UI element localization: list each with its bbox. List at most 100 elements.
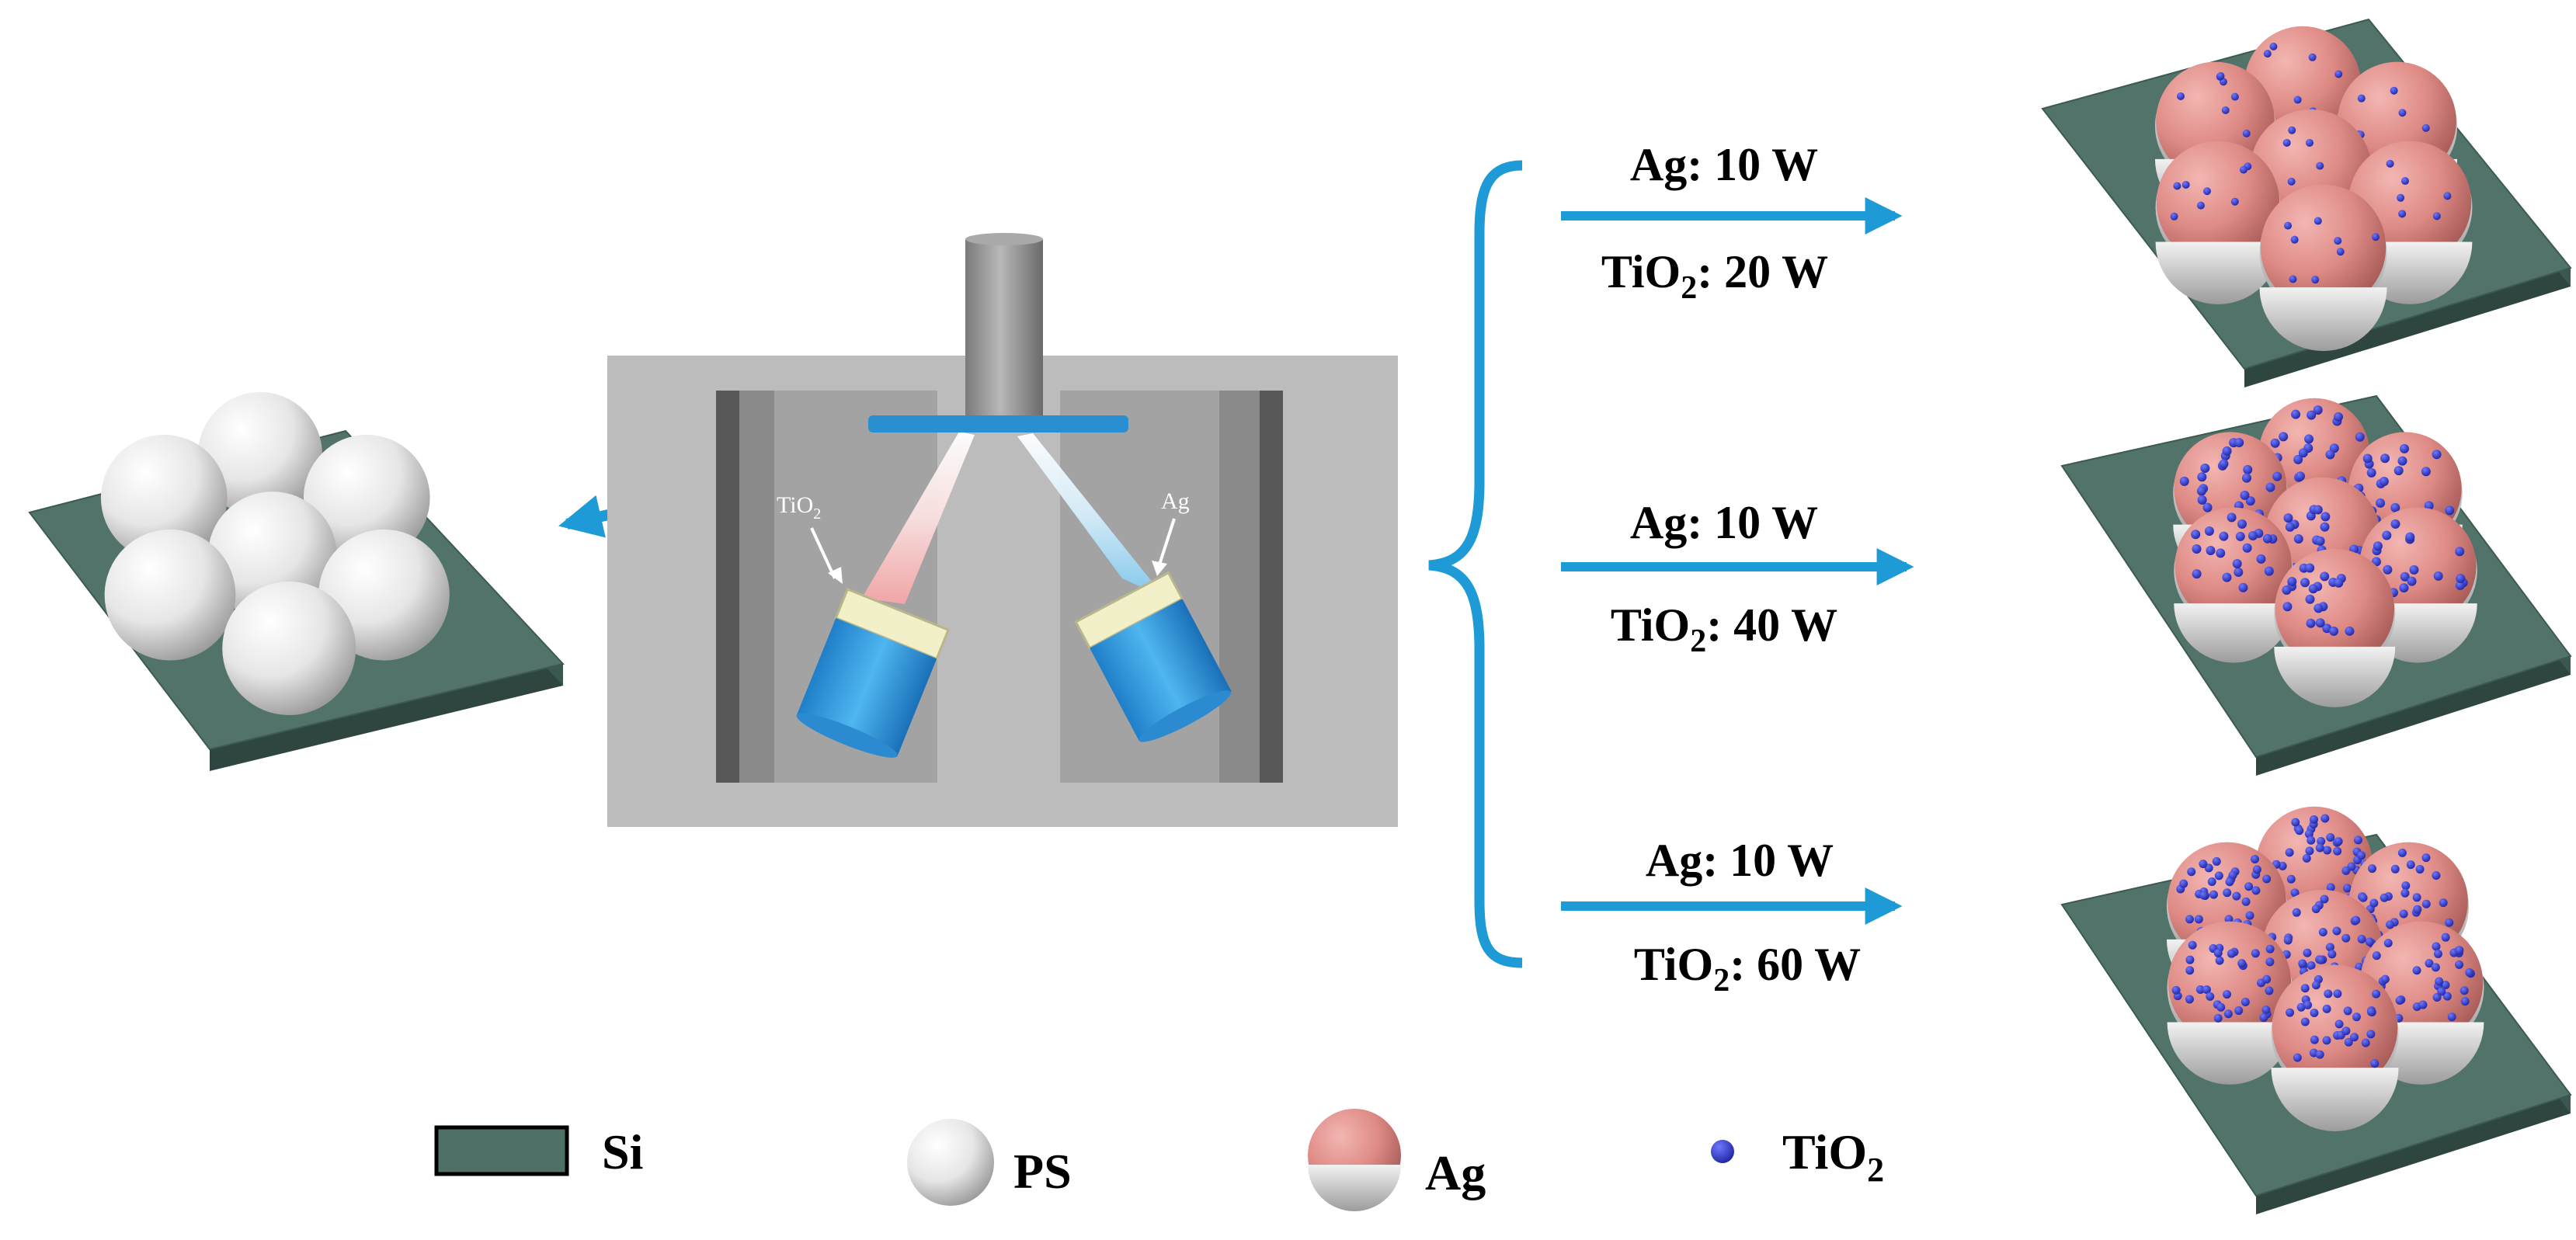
tio2-particle bbox=[2325, 450, 2335, 460]
tio2-particle bbox=[2320, 512, 2331, 522]
legend-tio2-dot bbox=[1711, 1140, 1734, 1163]
tio2-particle bbox=[2397, 456, 2407, 466]
tio2-particle bbox=[2380, 893, 2389, 902]
tio2-particle bbox=[2227, 512, 2237, 523]
tio2-particle bbox=[2311, 905, 2320, 914]
tio2-particle bbox=[2368, 864, 2377, 874]
tio2-particle bbox=[2401, 881, 2411, 891]
tio2-particle bbox=[2313, 405, 2323, 415]
tio2-particle bbox=[2400, 443, 2410, 453]
tio2-particle bbox=[2341, 866, 2351, 875]
tio2-particle bbox=[2265, 986, 2274, 995]
tio2-particle bbox=[2291, 818, 2300, 827]
tio2-particle bbox=[2262, 874, 2272, 884]
tio2-particle bbox=[2308, 584, 2318, 594]
tio2-particle bbox=[2334, 237, 2342, 245]
tio2-particle bbox=[2418, 1000, 2428, 1009]
tio2-particle bbox=[2386, 920, 2395, 929]
tio2-particle bbox=[2283, 513, 2293, 523]
tio2-particle bbox=[2432, 942, 2441, 951]
tio2-particle bbox=[2206, 992, 2215, 1001]
tio2-particle bbox=[2460, 986, 2469, 995]
tio2-particle bbox=[2192, 544, 2202, 554]
tio2-particle bbox=[2366, 1007, 2376, 1016]
tio2-particle bbox=[2372, 989, 2381, 999]
tio2-particle bbox=[2234, 567, 2244, 577]
tio2-particle bbox=[2341, 1026, 2351, 1036]
tio2-particle bbox=[2221, 106, 2230, 115]
tio2-particle bbox=[2369, 898, 2379, 908]
tio2-particle bbox=[2334, 412, 2344, 422]
tio2-particle bbox=[2287, 576, 2297, 586]
tio2-particle bbox=[2373, 541, 2383, 551]
tio2-particle bbox=[2290, 888, 2300, 898]
condition-3-ag-power: Ag: 10 W bbox=[1646, 835, 1834, 886]
tio2-particle bbox=[2225, 877, 2234, 887]
tio2-particle bbox=[2279, 432, 2289, 442]
tio2-particle bbox=[2307, 410, 2317, 420]
tio2-particle bbox=[2390, 519, 2400, 529]
tio2-particle bbox=[2395, 995, 2404, 1005]
tio2-particle bbox=[2216, 548, 2226, 558]
tio2-particle bbox=[2261, 1006, 2271, 1015]
tio2-particle bbox=[2219, 459, 2229, 469]
tio2-particle bbox=[2215, 956, 2224, 965]
tio2-particle bbox=[2413, 905, 2422, 914]
tio2-particle bbox=[2216, 71, 2225, 80]
tio2-particle bbox=[2197, 472, 2207, 482]
tio2-particle bbox=[2322, 1004, 2331, 1013]
condition-1-tio2-power: TiO2: 20 W bbox=[1601, 246, 1828, 306]
tio2-particle bbox=[2443, 192, 2452, 200]
tio2-particle bbox=[2376, 498, 2386, 508]
tio2-particle bbox=[2239, 165, 2247, 174]
tio2-particle bbox=[2366, 1030, 2376, 1039]
tio2-particle bbox=[2405, 532, 2415, 542]
tio2-particle bbox=[2314, 603, 2324, 613]
tio2-particle bbox=[2243, 464, 2253, 474]
tio2-particle bbox=[2199, 891, 2209, 900]
tio2-particle bbox=[2251, 886, 2261, 895]
tio2-particle bbox=[2179, 879, 2188, 888]
tio2-particle bbox=[2400, 177, 2409, 186]
si-substrate-front-face bbox=[2256, 656, 2571, 776]
tio2-particle bbox=[2455, 580, 2465, 590]
tio2-particle bbox=[2237, 959, 2247, 968]
condition-1: Ag: 10 W TiO2: 20 W bbox=[1561, 139, 1903, 306]
tio2-particle bbox=[2352, 1012, 2361, 1022]
tio2-particle bbox=[2191, 530, 2201, 540]
tio2-particle bbox=[2192, 569, 2202, 579]
tio2-particle bbox=[2262, 533, 2272, 544]
legend: Si PS Ag TiO2 bbox=[434, 1109, 1884, 1211]
tio2-particle bbox=[2305, 846, 2314, 856]
ps-sphere bbox=[198, 392, 322, 516]
tio2-particle bbox=[2282, 585, 2292, 596]
tio2-particle bbox=[2372, 233, 2380, 241]
tio2-particle bbox=[2207, 877, 2216, 887]
tio2-particle bbox=[2412, 893, 2421, 902]
tio2-particle bbox=[2447, 1012, 2456, 1022]
tio2-particle bbox=[2291, 409, 2301, 419]
chamber-right-wall-inner bbox=[1219, 391, 1260, 783]
tio2-particle bbox=[2170, 212, 2178, 221]
condition-2-tio2-power: TiO2: 40 W bbox=[1611, 599, 1837, 659]
tio2-particle bbox=[2223, 888, 2232, 898]
tio2-particle bbox=[2212, 856, 2221, 866]
tio2-particle bbox=[2287, 177, 2296, 186]
tio2-particle bbox=[2300, 984, 2310, 993]
tio2-particle bbox=[2390, 864, 2400, 874]
tio2-particle bbox=[2345, 626, 2355, 636]
tio2-particle bbox=[2232, 558, 2242, 568]
tio2-particle bbox=[2324, 989, 2333, 999]
tio2-particle bbox=[2329, 626, 2339, 636]
tio2-pointer-head bbox=[828, 567, 843, 584]
tio2-particle bbox=[2283, 936, 2293, 945]
tio2-particle bbox=[2372, 951, 2381, 960]
tio2-particle bbox=[2323, 846, 2332, 855]
tio2-particle bbox=[2222, 572, 2232, 582]
tio2-particle bbox=[2465, 968, 2474, 978]
tio2-particle bbox=[2383, 939, 2393, 948]
legend-si-label: Si bbox=[602, 1124, 643, 1179]
shaft-top bbox=[965, 233, 1043, 245]
tio2-particle bbox=[2315, 843, 2324, 853]
si-substrate-front-face bbox=[2256, 1095, 2571, 1214]
